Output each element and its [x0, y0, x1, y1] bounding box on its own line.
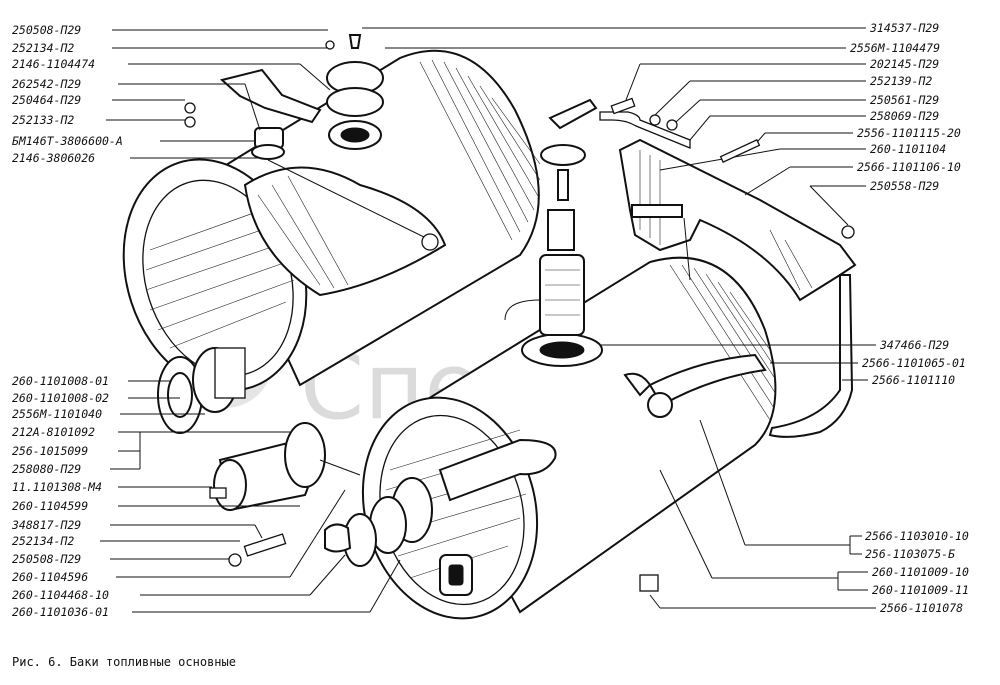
part-label: 2556М-1104479	[850, 41, 940, 55]
part-label: 262542-П29	[12, 77, 81, 91]
part-label: 260-1101008-02	[12, 391, 109, 405]
part-label: 250561-П29	[870, 93, 939, 107]
part-label: 2566-1101078	[880, 601, 963, 615]
left-labels: 250508-П29 252134-П2 2146-1104474 262542…	[11, 23, 401, 619]
part-label: 252139-П2	[870, 74, 932, 88]
part-label: 258080-П29	[12, 462, 81, 476]
part-label: 347466-П29	[879, 338, 949, 352]
part-label: 2146-3806026	[12, 151, 95, 165]
part-label: 250464-П29	[12, 93, 81, 107]
part-label: 250558-П29	[870, 179, 939, 193]
part-label: 250508-П29	[12, 552, 81, 566]
part-label: 212А-8101092	[12, 425, 95, 439]
part-label: 252133-П2	[12, 113, 74, 127]
lower-fuel-tank	[361, 98, 777, 620]
figure-caption: Рис. 6. Баки топливные основные	[12, 655, 236, 669]
part-label: 2566-1101110	[872, 373, 955, 387]
part-label: 2146-1104474	[12, 57, 95, 71]
part-label: БМ146Т-3806600-А	[12, 134, 123, 148]
upper-fuel-tank	[122, 34, 541, 392]
part-label: 2566-1103010-10	[865, 529, 969, 543]
part-label: 258069-П29	[870, 109, 939, 123]
part-label: 252134-П2	[12, 41, 74, 55]
part-label: 260-1101009-10	[872, 565, 969, 579]
part-label: 2566-1101106-10	[857, 160, 961, 174]
part-label: 260-1101104	[870, 142, 946, 156]
outlet-flange	[243, 477, 433, 567]
fasteners	[184, 40, 855, 592]
part-label: 260-1101009-11	[872, 583, 969, 597]
part-label: 2566-1101065-01	[862, 356, 966, 370]
tank-bracket	[599, 111, 857, 438]
part-label: 260-1104468-10	[12, 588, 109, 602]
part-label: 260-1101036-01	[12, 605, 109, 619]
part-label: 260-1104596	[12, 570, 88, 584]
part-label: 2556-1101115-20	[857, 126, 961, 140]
part-label: 260-1101008-01	[12, 374, 109, 388]
flange-assembly	[157, 347, 246, 434]
part-label: 252134-П2	[12, 534, 74, 548]
part-label: 256-1103075-Б	[865, 547, 955, 561]
part-label: 2556М-1101040	[12, 407, 102, 421]
part-label: 202145-П29	[870, 57, 939, 71]
part-label: 314537-П29	[869, 21, 939, 35]
right-labels: 314537-П29 2556М-1104479 202145-П29 2521…	[362, 21, 969, 615]
part-label: 260-1104599	[12, 499, 88, 513]
part-label: 256-1015099	[12, 444, 88, 458]
part-label: 11.1101308-М4	[12, 480, 102, 494]
fuel-filter	[209, 422, 361, 512]
part-label: 348817-П29	[11, 518, 81, 532]
part-label: 250508-П29	[12, 23, 81, 37]
